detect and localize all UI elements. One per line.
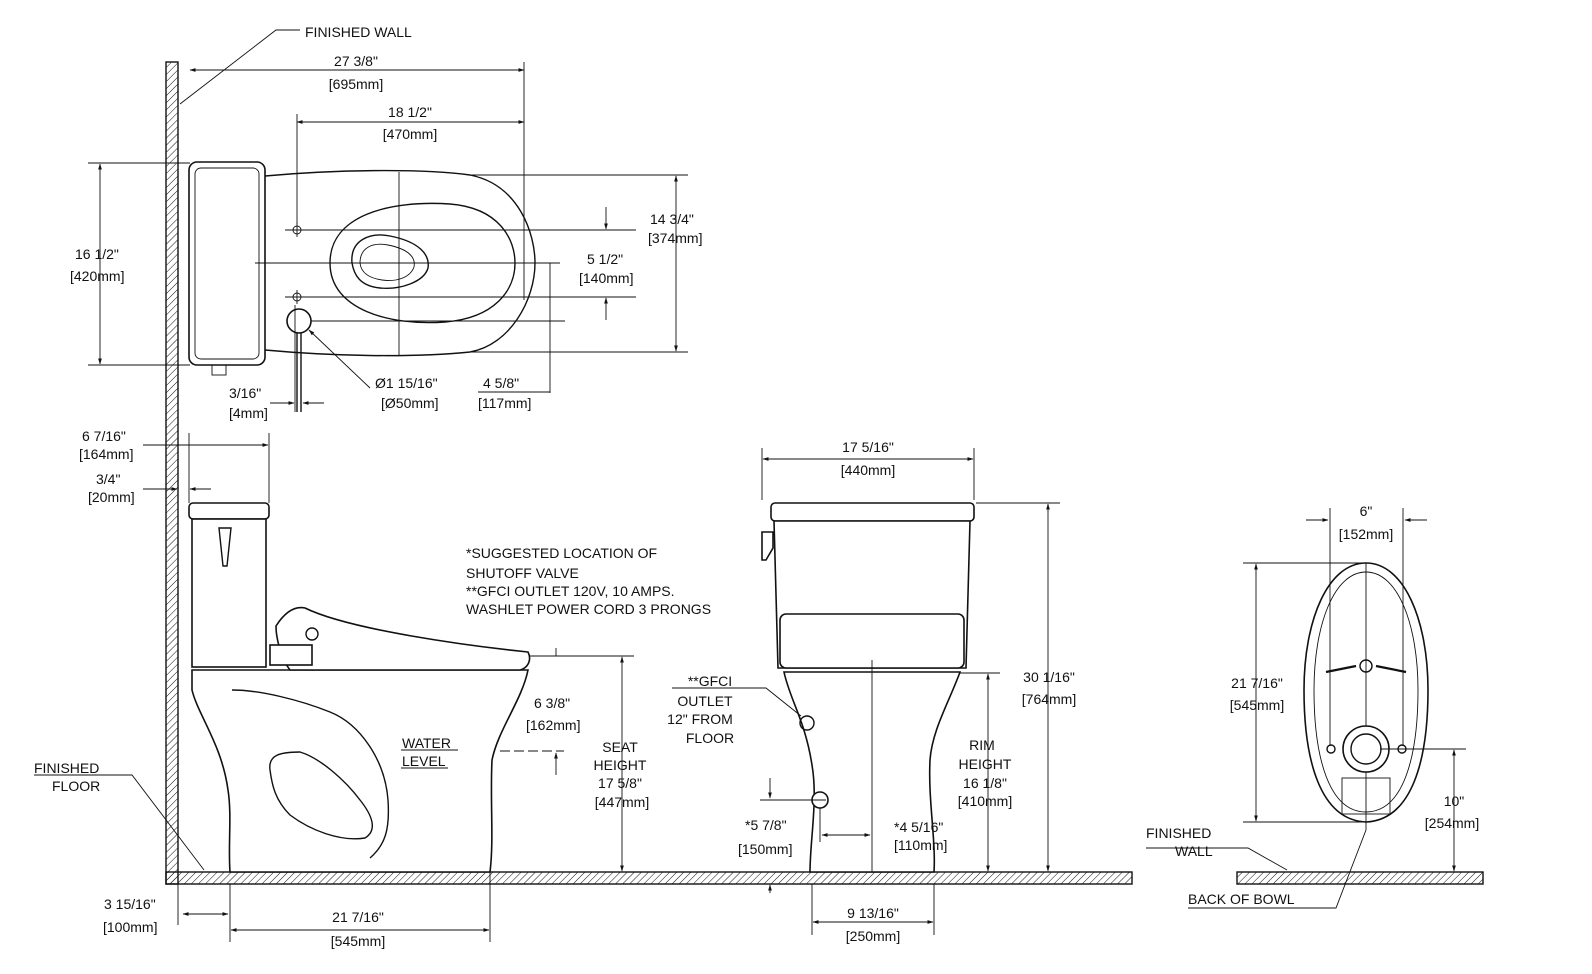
seat-height-metric: [447mm] bbox=[595, 794, 649, 810]
finished-wall-bottom-2: WALL bbox=[1175, 843, 1213, 859]
supply-diameter-metric: [Ø50mm] bbox=[381, 395, 439, 411]
bottom-bolt-spacing-imperial: 6" bbox=[1360, 503, 1373, 519]
note-line-2: SHUTOFF VALVE bbox=[466, 565, 579, 581]
tank-depth-metric: [164mm] bbox=[79, 446, 133, 462]
rim-height-2: HEIGHT bbox=[959, 756, 1012, 772]
water-level-2: LEVEL bbox=[402, 753, 446, 769]
gfci-4: FLOOR bbox=[686, 730, 734, 746]
bolt-to-front-metric: [470mm] bbox=[383, 126, 437, 142]
seat-height-2: HEIGHT bbox=[594, 757, 647, 773]
outlet-to-back-metric: [254mm] bbox=[1425, 815, 1479, 831]
bolt-to-front-imperial: 18 1/2" bbox=[388, 104, 432, 120]
bottom-view bbox=[1146, 508, 1466, 909]
overall-length-metric: [695mm] bbox=[329, 76, 383, 92]
water-level-1: WATER bbox=[402, 735, 451, 751]
rim-height-3: 16 1/8" bbox=[963, 775, 1007, 791]
base-length-imperial: 21 7/16" bbox=[332, 909, 384, 925]
tank-width-metric: [420mm] bbox=[70, 268, 124, 284]
gfci-3: 12" FROM bbox=[667, 711, 733, 727]
back-of-bowl-label: BACK OF BOWL bbox=[1188, 891, 1295, 907]
bowl-width-imperial: 14 3/4" bbox=[650, 211, 694, 227]
front-view bbox=[672, 448, 1060, 935]
note-line-1: *SUGGESTED LOCATION OF bbox=[466, 545, 657, 561]
wall-gap-imperial: 3/4" bbox=[96, 471, 120, 487]
seat-to-water-metric: [162mm] bbox=[526, 717, 580, 733]
supply-diameter-imperial: Ø1 15/16" bbox=[375, 375, 438, 391]
bottom-view-wall-hatch bbox=[1236, 871, 1484, 885]
rim-height-1: RIM bbox=[969, 737, 995, 753]
tank-width-imperial: 16 1/2" bbox=[75, 246, 119, 262]
outlet-to-back-imperial: 10" bbox=[1444, 793, 1465, 809]
side-view bbox=[34, 433, 634, 942]
rim-height-metric: [410mm] bbox=[958, 793, 1012, 809]
outlet-offset-imperial: 3 15/16" bbox=[104, 896, 156, 912]
outlet-offset-metric: [100mm] bbox=[103, 919, 157, 935]
note-line-3: **GFCI OUTLET 120V, 10 AMPS. bbox=[466, 583, 675, 599]
seat-to-water-imperial: 6 3/8" bbox=[534, 695, 570, 711]
base-length-metric: [545mm] bbox=[331, 933, 385, 949]
supply-to-center-metric: [117mm] bbox=[478, 395, 531, 411]
supply-offset-imperial: 3/16" bbox=[229, 385, 261, 401]
bottom-length-imperial: 21 7/16" bbox=[1231, 675, 1283, 691]
supply-offset-metric: [4mm] bbox=[229, 405, 268, 421]
gfci-2: OUTLET bbox=[677, 693, 733, 709]
overall-height-imperial: 30 1/16" bbox=[1023, 669, 1075, 685]
tank-depth-imperial: 6 7/16" bbox=[82, 428, 126, 444]
overall-height-metric: [764mm] bbox=[1022, 691, 1076, 707]
front-width-imperial: 17 5/16" bbox=[842, 439, 894, 455]
finished-floor-1: FINISHED bbox=[34, 760, 99, 776]
bottom-bolt-spacing-metric: [152mm] bbox=[1339, 526, 1393, 542]
finished-floor-hatch bbox=[165, 871, 1133, 885]
valve-offset-metric: [110mm] bbox=[894, 837, 947, 853]
seat-bolt-spacing-imperial: 5 1/2" bbox=[587, 251, 623, 267]
seat-bolt-spacing-metric: [140mm] bbox=[579, 270, 633, 286]
gfci-1: **GFCI bbox=[688, 673, 732, 689]
finished-wall-label: FINISHED WALL bbox=[305, 24, 412, 40]
bottom-length-metric: [545mm] bbox=[1230, 697, 1284, 713]
finished-floor-2: FLOOR bbox=[52, 778, 100, 794]
wall-gap-metric: [20mm] bbox=[88, 489, 135, 505]
valve-offset-imperial: *4 5/16" bbox=[894, 819, 943, 835]
seat-height-1: SEAT bbox=[602, 739, 638, 755]
valve-height-metric: [150mm] bbox=[738, 841, 792, 857]
note-line-4: WASHLET POWER CORD 3 PRONGS bbox=[466, 601, 711, 617]
seat-height-3: 17 5/8" bbox=[598, 775, 642, 791]
base-width-metric: [250mm] bbox=[846, 928, 900, 944]
base-width-imperial: 9 13/16" bbox=[847, 905, 899, 921]
finished-wall-hatch bbox=[165, 61, 179, 885]
plan-view bbox=[88, 29, 688, 412]
finished-wall-bottom-1: FINISHED bbox=[1146, 825, 1211, 841]
overall-length-imperial: 27 3/8" bbox=[334, 53, 378, 69]
front-width-metric: [440mm] bbox=[841, 462, 895, 478]
bowl-width-metric: [374mm] bbox=[648, 230, 702, 246]
supply-to-center-imperial: 4 5/8" bbox=[483, 375, 519, 391]
valve-height-imperial: *5 7/8" bbox=[745, 817, 787, 833]
